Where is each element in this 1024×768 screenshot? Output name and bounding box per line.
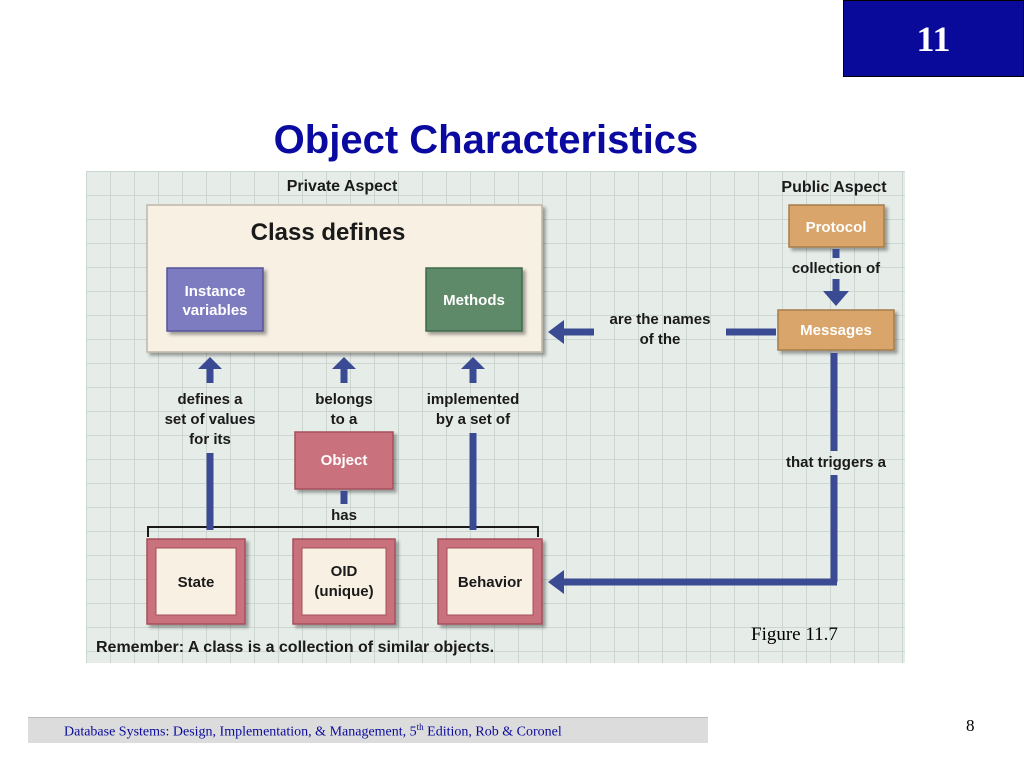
footer-text-end: Edition, Rob & Coronel <box>423 724 562 740</box>
methods-box <box>425 267 523 332</box>
arrow-messages-to-behavior <box>548 353 838 594</box>
implemented-by-line-2: by a set of <box>436 411 511 428</box>
messages-box <box>777 309 895 351</box>
slide-title: Object Characteristics <box>273 118 699 162</box>
that-triggers-a-label: that triggers a <box>786 454 887 471</box>
state-box <box>146 538 246 625</box>
has-label: has <box>331 507 357 524</box>
arrow-protocol-to-messages <box>823 249 849 306</box>
footer-bar: Database Systems: Design, Implementation… <box>28 717 708 743</box>
remember-note: Remember: A class is a collection of sim… <box>96 639 494 656</box>
implemented-by-line-1: implemented <box>427 391 520 408</box>
object-label: Object <box>321 452 368 469</box>
protocol-box <box>788 204 885 248</box>
protocol-label: Protocol <box>806 219 867 236</box>
belongs-to-a-line-2: to a <box>331 411 358 428</box>
instance-variables-box <box>166 267 264 332</box>
defines-a-line-1: defines a <box>177 391 243 408</box>
private-aspect-label: Private Aspect <box>287 178 398 195</box>
has-bracket <box>147 526 539 537</box>
are-the-names-line-2: of the <box>640 331 681 348</box>
figure-caption: Figure 11.7 <box>751 624 838 645</box>
page-number: 8 <box>966 716 975 735</box>
footer-text-main: Database Systems: Design, Implementation… <box>64 724 417 740</box>
arrow-object-to-class <box>332 357 356 383</box>
chapter-number: 11 <box>916 19 951 59</box>
arrow-behavior-to-class <box>461 357 485 530</box>
state-label: State <box>178 574 215 591</box>
class-defines-label: Class defines <box>251 219 406 246</box>
defines-a-line-3: for its <box>189 431 231 448</box>
instance-variables-line-1: Instance <box>185 283 246 300</box>
object-characteristics-figure: Private Aspect Public Aspect Class defin… <box>86 171 905 663</box>
oid-line-1: OID <box>331 563 358 580</box>
belongs-to-a-line-1: belongs <box>315 391 373 408</box>
defines-a-line-2: set of values <box>165 411 256 428</box>
public-aspect-label: Public Aspect <box>781 179 887 196</box>
methods-label: Methods <box>443 292 505 309</box>
messages-label: Messages <box>800 322 872 339</box>
footer-sup: th <box>416 722 424 732</box>
oid-line-2: (unique) <box>314 583 373 600</box>
footer-citation: Database Systems: Design, Implementation… <box>64 722 562 741</box>
instance-variables-line-2: variables <box>182 302 247 319</box>
collection-of-label: collection of <box>792 260 881 277</box>
arrow-state-to-class <box>198 357 222 530</box>
oid-box <box>292 538 396 625</box>
behavior-box <box>437 538 543 625</box>
object-box <box>294 431 394 490</box>
are-the-names-line-1: are the names <box>610 311 711 328</box>
behavior-label: Behavior <box>458 574 522 591</box>
arrow-messages-to-class <box>548 320 776 344</box>
chapter-number-box: 11 <box>843 0 1024 77</box>
